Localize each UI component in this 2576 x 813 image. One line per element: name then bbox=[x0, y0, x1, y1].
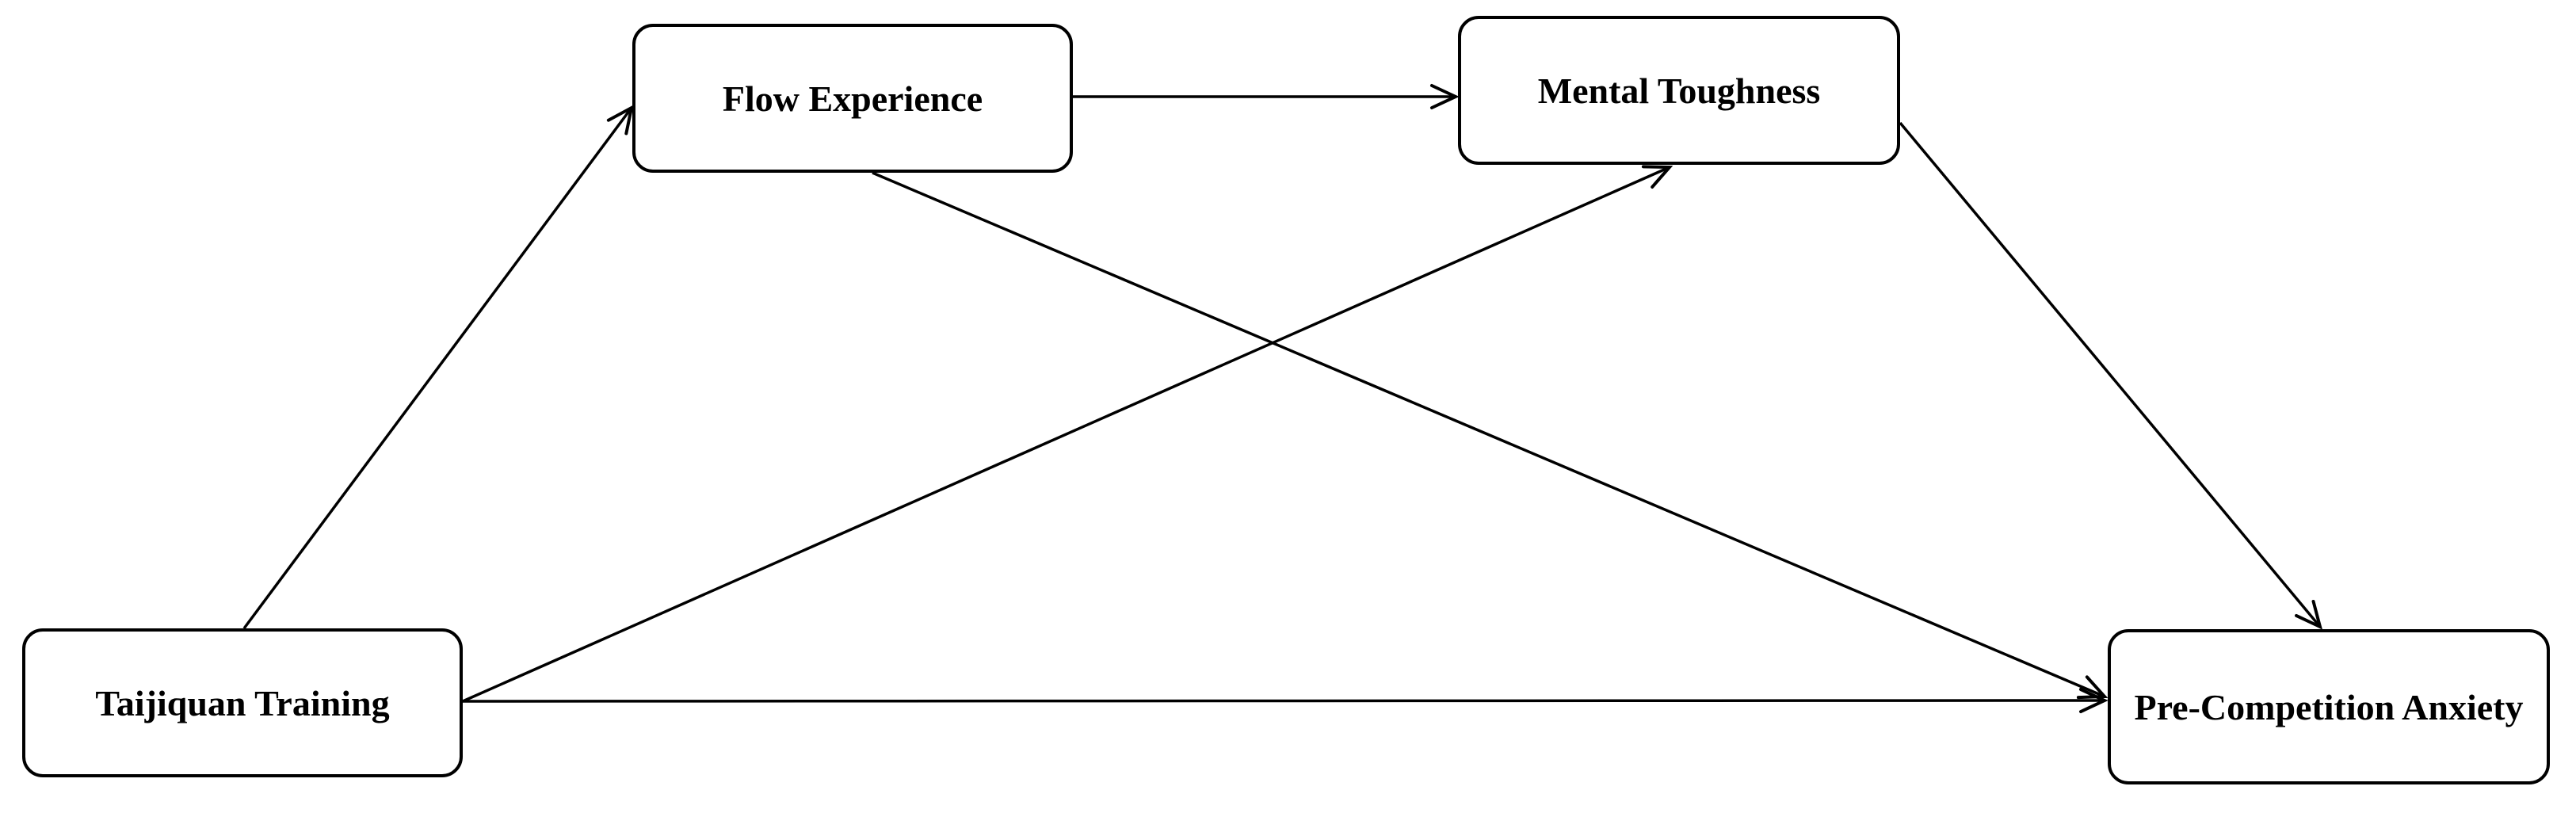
arrow-flow-to-anxiety bbox=[872, 171, 2109, 700]
arrow-taijiquan-to-flow bbox=[242, 105, 634, 630]
node-taijiquan-training: Taijiquan Training bbox=[22, 628, 463, 777]
node-pre-competition-anxiety: Pre-Competition Anxiety bbox=[2108, 629, 2550, 784]
node-flow-experience: Flow Experience bbox=[632, 24, 1073, 173]
node-mental-toughness-label: Mental Toughness bbox=[1537, 70, 1821, 111]
node-mental-toughness: Mental Toughness bbox=[1458, 16, 1900, 165]
arrow-mental-to-anxiety bbox=[1899, 121, 2323, 630]
arrow-taijiquan-to-anxiety bbox=[462, 688, 2109, 714]
node-taijiquan-training-label: Taijiquan Training bbox=[95, 682, 390, 723]
node-flow-experience-label: Flow Experience bbox=[722, 78, 983, 119]
node-pre-competition-anxiety-label: Pre-Competition Anxiety bbox=[2134, 686, 2524, 727]
arrow-taijiquan-to-mental bbox=[462, 165, 1673, 703]
